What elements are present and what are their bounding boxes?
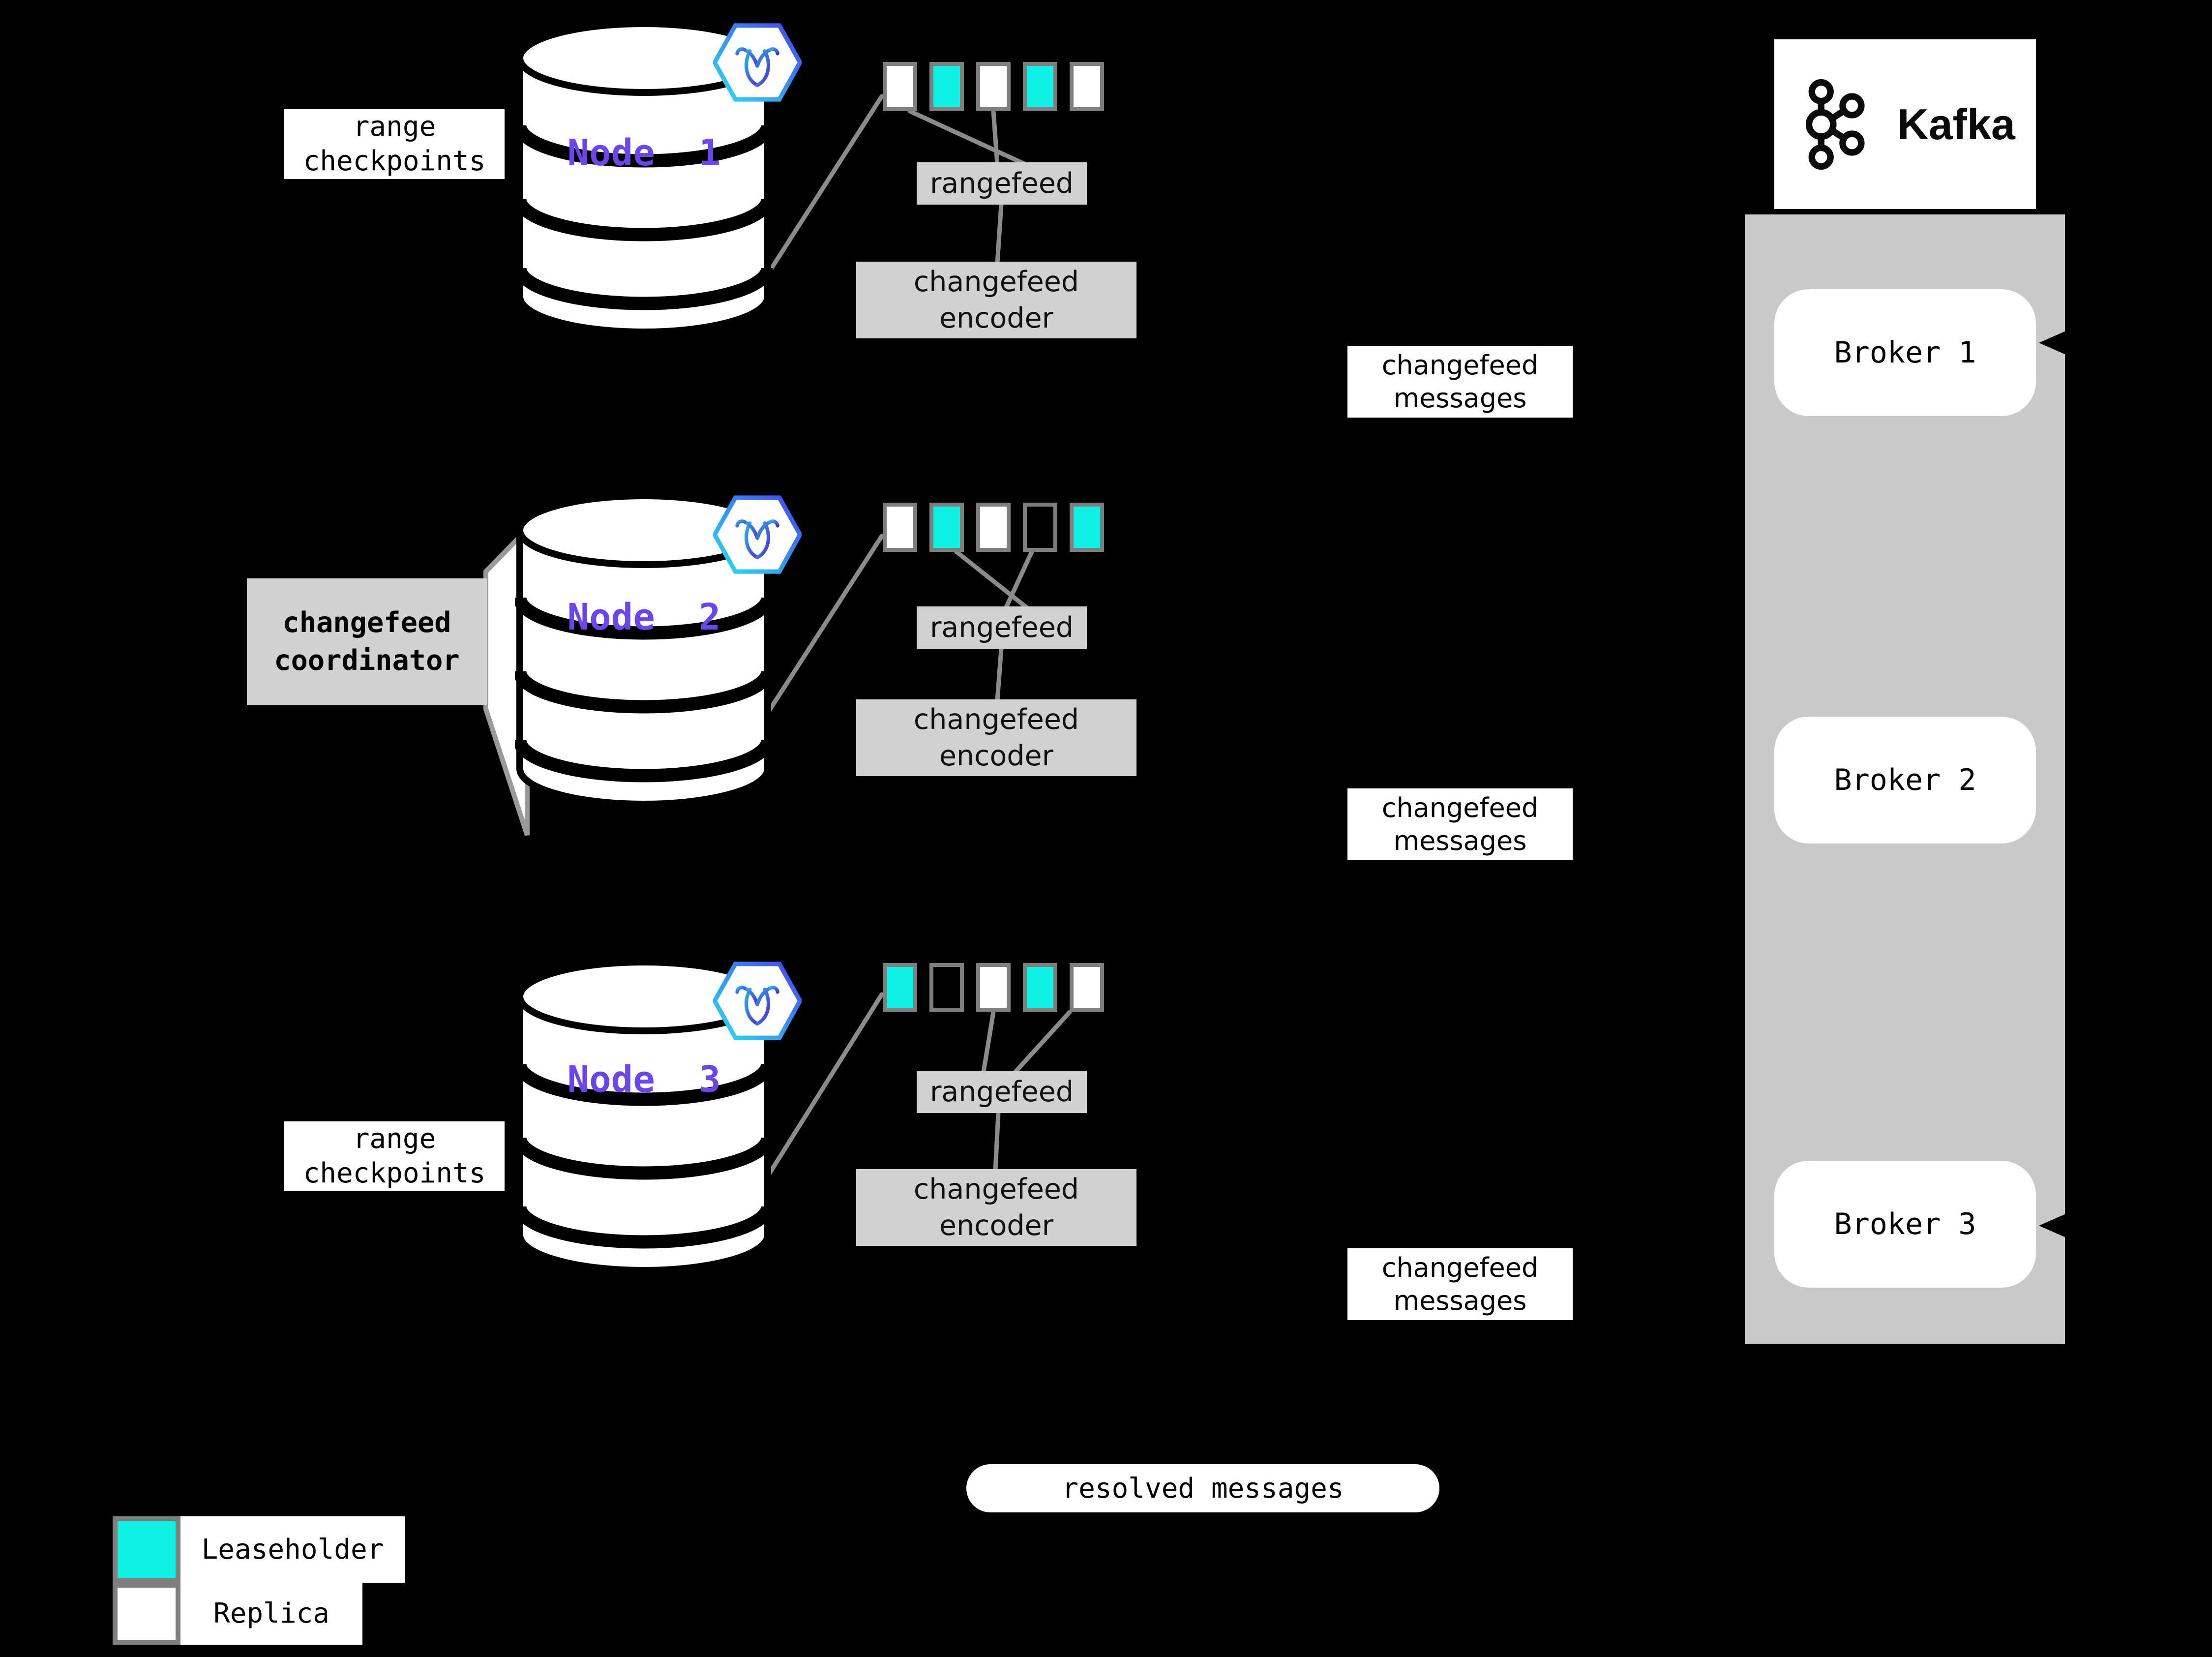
legend-replica-label: Replica: [180, 1583, 362, 1645]
node1-to-ranges-line: [766, 94, 884, 276]
node2-label: Node 2: [567, 596, 721, 638]
node2-rangefeed-box: rangefeed: [917, 606, 1087, 649]
node1-range-square-3-replica: [976, 62, 1011, 111]
node3-cylinder: [515, 959, 773, 1274]
node3-range3-to-rangefeed-line: [981, 1010, 996, 1074]
node1-range-square-1-replica: [883, 62, 917, 111]
node1-range-square-2-leaseholder: [929, 62, 964, 111]
legend-leaseholder-swatch: [113, 1516, 180, 1583]
kafka-broker-2: Broker 2: [1774, 717, 2036, 844]
cockroachdb-badge-node2-icon: [713, 495, 802, 574]
node2-range-square-5-leaseholder: [1070, 503, 1104, 552]
changefeed-messages-label-2: changefeed messages: [1347, 788, 1573, 860]
node1-changefeed-encoder-box: changefeed encoder: [856, 262, 1136, 338]
node1-range-square-5-replica: [1070, 62, 1104, 111]
node3-range-square-5-replica: [1070, 963, 1104, 1012]
node3-rangefeed-box: rangefeed: [917, 1071, 1087, 1113]
resolved-messages-label: resolved messages: [966, 1464, 1439, 1512]
node3-range-square-2-empty: [929, 963, 964, 1012]
node1-range3-to-rangefeed-line: [991, 109, 1000, 167]
kafka-title: Kafka: [1897, 99, 2015, 149]
range-checkpoints-label-bottom: range checkpoints: [284, 1121, 505, 1191]
node3-range-square-1-leaseholder: [883, 963, 917, 1012]
node2-to-ranges-line: [766, 534, 884, 715]
changefeed-coordinator-box: changefeed coordinator: [247, 578, 487, 705]
cockroachdb-badge-node3-icon: [713, 962, 802, 1040]
node2-rangefeed-to-encoder-line: [995, 646, 1004, 703]
kafka-logo-icon: [1806, 79, 1865, 170]
node2-cylinder: [515, 492, 773, 808]
node3-range-square-4-leaseholder: [1023, 963, 1057, 1012]
node2-range-square-2-leaseholder: [929, 503, 964, 552]
node2-range-square-4-empty: [1023, 503, 1057, 552]
node3-label: Node 3: [567, 1058, 721, 1101]
node3-range5-to-rangefeed-line: [1013, 1010, 1072, 1074]
changefeed-messages-label-3: changefeed messages: [1347, 1248, 1573, 1320]
kafka-broker-1: Broker 1: [1774, 289, 2036, 416]
kafka-broker-3: Broker 3: [1774, 1161, 2036, 1288]
node2-range4-to-rangefeed-line: [1003, 549, 1034, 611]
arrowhead-broker1-icon: [2039, 329, 2071, 357]
legend-replica-swatch: [113, 1583, 180, 1645]
node3-rangefeed-to-encoder-line: [993, 1111, 1001, 1173]
node2-range-square-1-replica: [883, 503, 917, 552]
node1-rangefeed-box: rangefeed: [917, 162, 1087, 205]
legend-leaseholder-label: Leaseholder: [180, 1516, 405, 1583]
node3-changefeed-encoder-box: changefeed encoder: [856, 1169, 1136, 1246]
node1-cylinder: [515, 20, 773, 335]
node3-range-square-3-replica: [976, 963, 1011, 1012]
arrowhead-broker3-icon: [2039, 1211, 2071, 1240]
range-checkpoints-label-top: range checkpoints: [284, 109, 505, 179]
node2-range-square-3-replica: [976, 503, 1011, 552]
cockroachdb-badge-node1-icon: [713, 23, 802, 102]
node3-to-ranges-line: [766, 992, 884, 1178]
node2-changefeed-encoder-box: changefeed encoder: [856, 699, 1136, 776]
node2-range2-to-rangefeed-line: [954, 549, 1030, 611]
node1-rangefeed-to-encoder-line: [995, 202, 1004, 266]
node1-label: Node 1: [567, 132, 721, 174]
changefeed-messages-label-1: changefeed messages: [1347, 346, 1573, 418]
node1-range-square-4-leaseholder: [1023, 62, 1057, 111]
node1-range1-to-rangefeed-line: [907, 109, 1028, 167]
kafka-logo-box: Kafka: [1774, 39, 2036, 209]
